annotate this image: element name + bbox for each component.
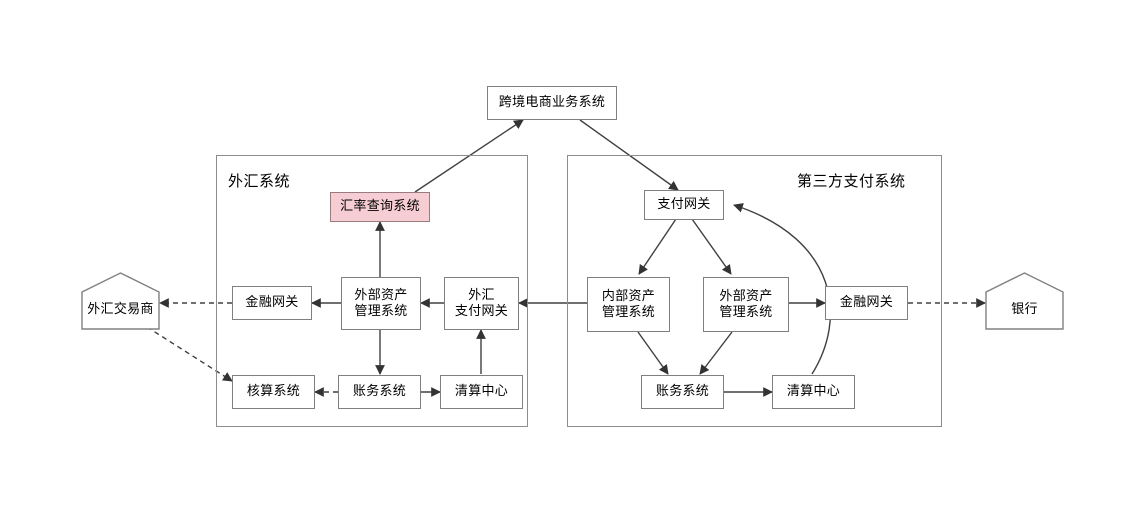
node-pay-internal-asset-management-system[interactable]: 内部资产 管理系统 xyxy=(587,277,670,332)
group-third-party-payment xyxy=(567,155,942,427)
node-fx-payment-gateway[interactable]: 外汇 支付网关 xyxy=(444,277,519,330)
node-cross-border-ecommerce-business-system[interactable]: 跨境电商业务系统 xyxy=(487,86,617,120)
group-fx-system-label: 外汇系统 xyxy=(228,172,291,190)
actor-fx-dealer[interactable]: 外汇交易商 xyxy=(81,272,160,330)
node-rate-query-system[interactable]: 汇率查询系统 xyxy=(330,192,430,222)
node-pay-payment-gateway[interactable]: 支付网关 xyxy=(644,190,724,220)
group-third-party-payment-label: 第三方支付系统 xyxy=(797,172,906,190)
group-fx-system xyxy=(216,155,528,427)
actor-bank[interactable]: 银行 xyxy=(985,272,1064,330)
node-pay-external-asset-management-system[interactable]: 外部资产 管理系统 xyxy=(703,277,789,332)
node-fx-bookkeeping-system[interactable]: 账务系统 xyxy=(338,375,421,409)
node-pay-bookkeeping-system[interactable]: 账务系统 xyxy=(641,375,724,409)
node-fx-finance-gateway[interactable]: 金融网关 xyxy=(232,286,312,320)
node-pay-clearing-center[interactable]: 清算中心 xyxy=(772,375,855,409)
node-fx-external-asset-management-system[interactable]: 外部资产 管理系统 xyxy=(341,277,421,330)
node-fx-clearing-center[interactable]: 清算中心 xyxy=(440,375,523,409)
node-fx-accounting-check-system[interactable]: 核算系统 xyxy=(232,375,315,409)
actor-fx-dealer-label: 外汇交易商 xyxy=(87,301,154,317)
actor-bank-label: 银行 xyxy=(1011,301,1038,317)
node-pay-finance-gateway[interactable]: 金融网关 xyxy=(825,286,908,320)
